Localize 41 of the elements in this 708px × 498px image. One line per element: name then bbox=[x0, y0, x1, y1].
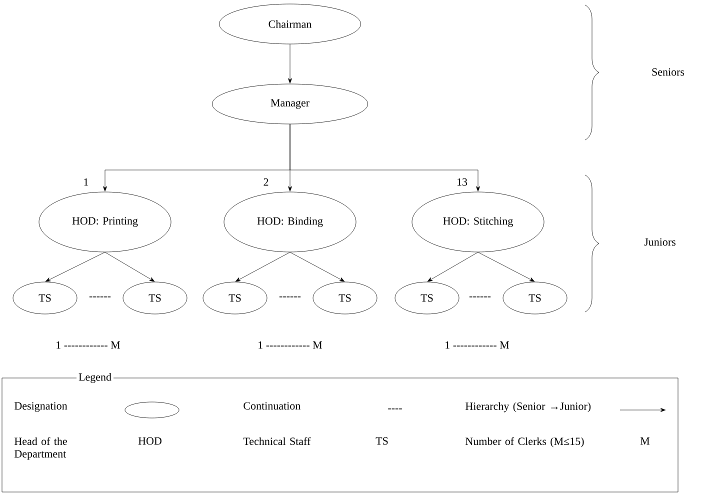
ellipse-node: TS bbox=[122, 282, 188, 314]
group-label: Seniors bbox=[652, 68, 684, 76]
ellipse-node: TS bbox=[312, 282, 378, 314]
arrow bbox=[235, 252, 290, 282]
legend-title: Legend bbox=[76, 371, 114, 385]
branch-number: 2 bbox=[264, 178, 268, 186]
continuation-dashes: ------ bbox=[89, 296, 111, 298]
arrow bbox=[290, 124, 480, 192]
group-label: Juniors bbox=[644, 238, 676, 246]
arrow bbox=[104, 252, 155, 282]
legend-text: Head of the Department bbox=[14, 437, 67, 460]
clerk-range: 1 ------------ M bbox=[258, 341, 322, 349]
ellipse-node: HOD: Printing bbox=[38, 192, 172, 252]
ellipse-node: TS bbox=[502, 282, 568, 314]
continuation-dashes: ------ bbox=[279, 296, 301, 298]
arrow bbox=[427, 252, 478, 282]
legend-text: Technical Staff bbox=[243, 437, 311, 446]
continuation-dashes: ------ bbox=[469, 296, 491, 298]
ellipse-node: TS bbox=[12, 282, 78, 314]
arrow bbox=[478, 252, 535, 282]
clerk-range: 1 ------------ M bbox=[56, 341, 120, 349]
branch-number: 13 bbox=[457, 178, 468, 186]
arrow bbox=[290, 252, 345, 282]
arrow bbox=[45, 252, 106, 282]
legend-text: Continuation bbox=[244, 402, 300, 410]
legend-sample: TS bbox=[376, 437, 388, 445]
legend-text: Number of Clerks (M≤15) bbox=[466, 437, 584, 448]
legend-text: Hierarchy (Senior →Junior) bbox=[466, 402, 591, 412]
branch-number: 1 bbox=[84, 178, 88, 186]
legend-text: Designation bbox=[14, 402, 68, 412]
ellipse-node: Manager bbox=[212, 84, 368, 124]
clerk-range: 1 ------------ M bbox=[446, 341, 510, 349]
ellipse-node: Chairman bbox=[219, 4, 361, 44]
ellipse-node: HOD: Stitching bbox=[412, 192, 544, 252]
ellipse-node: HOD: Binding bbox=[224, 192, 356, 252]
legend-sample: ---- bbox=[388, 408, 402, 410]
legend-sample: M bbox=[640, 437, 650, 445]
ellipse-node: TS bbox=[202, 282, 268, 314]
legend-sample: HOD bbox=[138, 437, 162, 445]
ellipse-node: TS bbox=[394, 282, 460, 314]
arrow bbox=[288, 44, 292, 84]
